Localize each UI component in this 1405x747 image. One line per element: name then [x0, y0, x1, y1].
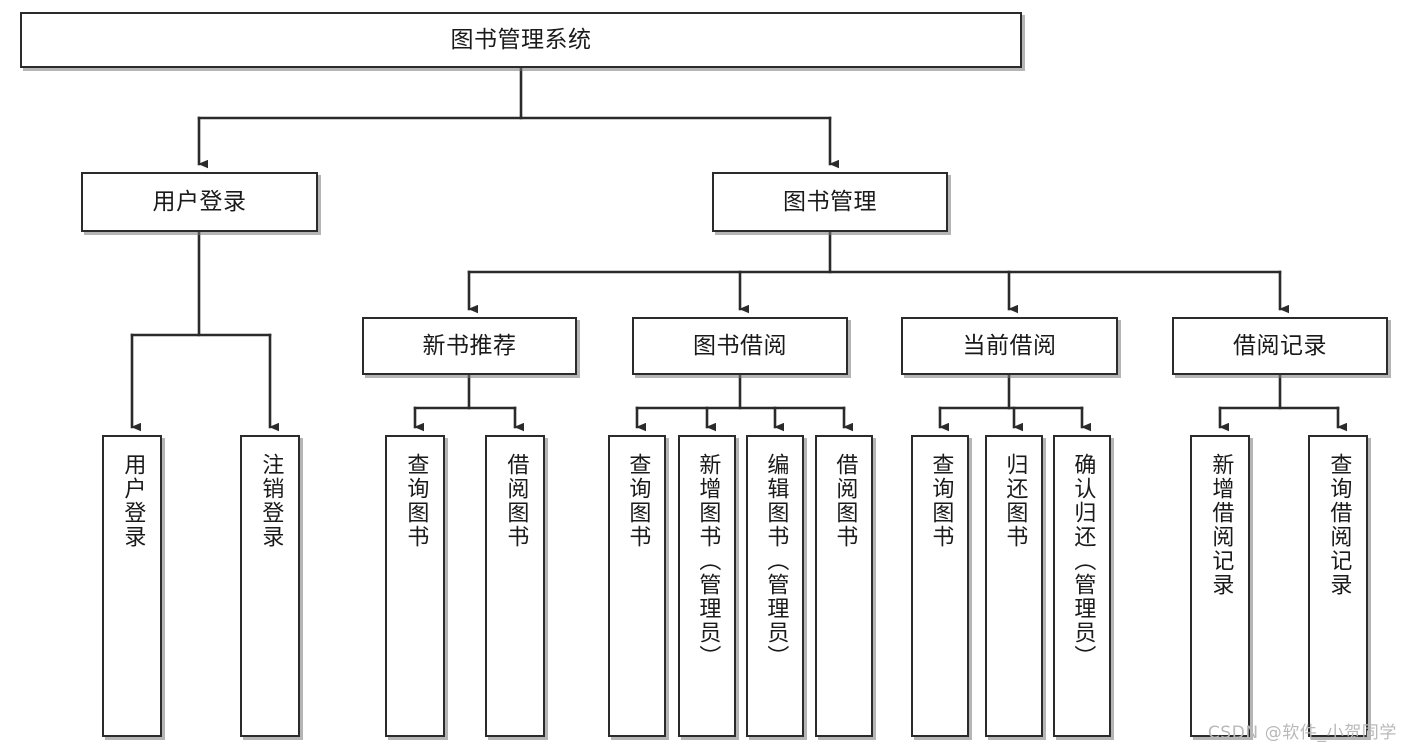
node-level3-0[interactable]: 新书推荐 [362, 317, 577, 375]
node-leaf-5[interactable]: 新增图书（管理员） [678, 435, 736, 737]
node-label: 用户登录 [120, 453, 146, 549]
node-label: 借阅图书 [503, 453, 529, 549]
node-leaf-11[interactable]: 新增借阅记录 [1190, 435, 1250, 737]
node-root-图书管理系统[interactable]: 图书管理系统 [20, 12, 1022, 68]
node-label: 注销登录 [258, 453, 284, 549]
node-leaf-3[interactable]: 借阅图书 [485, 435, 545, 737]
node-label: 图书管理系统 [450, 26, 592, 53]
node-label: 新增图书（管理员） [695, 453, 721, 669]
node-label: 借阅记录 [1233, 332, 1327, 359]
node-leaf-2[interactable]: 查询图书 [385, 435, 445, 737]
node-label: 确认归还（管理员） [1070, 453, 1096, 669]
node-label: 新书推荐 [422, 332, 517, 359]
node-leaf-7[interactable]: 借阅图书 [815, 435, 873, 737]
node-level3-3[interactable]: 借阅记录 [1172, 317, 1388, 375]
node-label: 新增借阅记录 [1208, 453, 1234, 597]
node-label: 图书借阅 [693, 332, 787, 359]
node-label: 图书管理 [783, 188, 877, 215]
node-label: 查询图书 [625, 453, 651, 549]
node-level3-2[interactable]: 当前借阅 [901, 317, 1118, 375]
node-level2-1[interactable]: 图书管理 [712, 172, 948, 232]
watermark-csdn: CSDN @软件_小贺同学 [1207, 723, 1397, 743]
node-level3-1[interactable]: 图书借阅 [632, 317, 848, 375]
node-label: 查询图书 [403, 453, 429, 549]
node-leaf-6[interactable]: 编辑图书（管理员） [746, 435, 804, 737]
node-label: 查询图书 [928, 453, 954, 549]
node-leaf-10[interactable]: 确认归还（管理员） [1053, 435, 1111, 737]
node-label: 编辑图书（管理员） [763, 453, 789, 669]
node-leaf-0[interactable]: 用户登录 [102, 435, 162, 737]
node-label: 查询借阅记录 [1326, 453, 1352, 597]
node-leaf-8[interactable]: 查询图书 [911, 435, 969, 737]
node-label: 当前借阅 [962, 332, 1057, 359]
node-label: 借阅图书 [832, 453, 858, 549]
node-level2-0[interactable]: 用户登录 [81, 172, 318, 232]
node-label: 用户登录 [152, 188, 247, 215]
node-leaf-9[interactable]: 归还图书 [985, 435, 1043, 737]
node-leaf-4[interactable]: 查询图书 [608, 435, 666, 737]
node-label: 归还图书 [1002, 453, 1028, 549]
node-leaf-1[interactable]: 注销登录 [240, 435, 300, 737]
node-leaf-12[interactable]: 查询借阅记录 [1308, 435, 1368, 737]
